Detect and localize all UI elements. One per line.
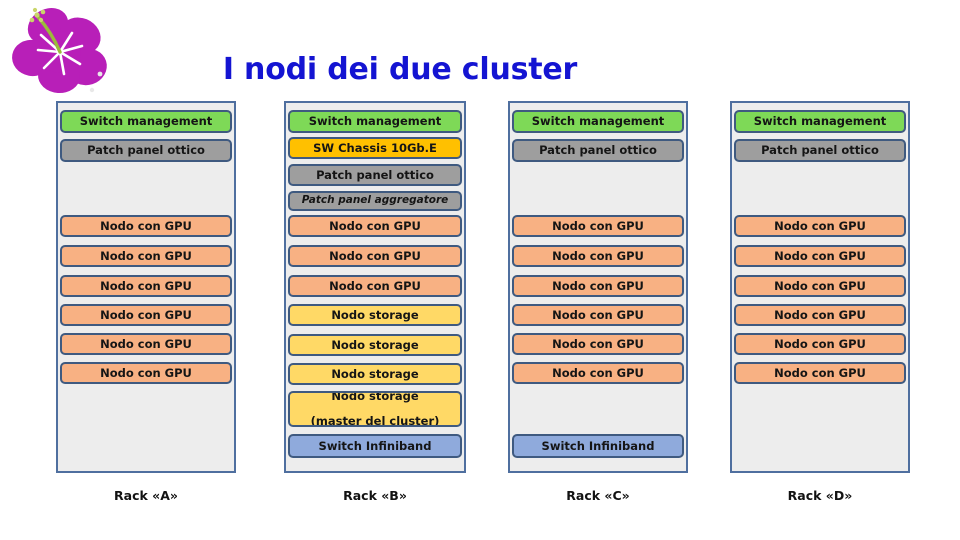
- rack-unit-nodo-con-gpu[interactable]: Nodo con GPU: [60, 245, 232, 267]
- rack-unit-patch-panel-ottico[interactable]: Patch panel ottico: [512, 139, 684, 162]
- rack-label-4: Rack «D»: [787, 488, 853, 503]
- rack-unit-switch-management[interactable]: Switch management: [734, 110, 906, 133]
- rack-label-2: Rack «B»: [343, 488, 407, 503]
- rack-unit-nodo-con-gpu[interactable]: Nodo con GPU: [734, 215, 906, 237]
- rack-unit-nodo-con-gpu[interactable]: Nodo con GPU: [512, 362, 684, 384]
- rack-unit-nodo-con-gpu[interactable]: Nodo con GPU: [60, 362, 232, 384]
- rack-enclosure: Switch management SW Chassis 10Gb.E Patch …: [284, 101, 466, 473]
- rack-unit-nodo-con-gpu[interactable]: Nodo con GPU: [60, 333, 232, 355]
- rack-unit-nodo-con-gpu[interactable]: Nodo con GPU: [734, 245, 906, 267]
- rack-unit-nodo-con-gpu[interactable]: Nodo con GPU: [734, 275, 906, 297]
- rack-unit-nodo-con-gpu[interactable]: Nodo con GPU: [60, 304, 232, 326]
- rack-unit-switch-management[interactable]: Switch management: [288, 110, 462, 133]
- rack-unit-nodo-storage-master[interactable]: Nodo storage (master del cluster): [288, 391, 462, 427]
- rack-unit-nodo-con-gpu[interactable]: Nodo con GPU: [60, 215, 232, 237]
- rack-unit-switch-infiniband[interactable]: Switch Infiniband: [288, 434, 462, 458]
- rack-unit-nodo-con-gpu[interactable]: Nodo con GPU: [512, 245, 684, 267]
- rack-unit-nodo-con-gpu[interactable]: Nodo con GPU: [734, 333, 906, 355]
- rack-unit-nodo-con-gpu[interactable]: Nodo con GPU: [512, 333, 684, 355]
- rack-unit-switch-management[interactable]: Switch management: [60, 110, 232, 133]
- rack-unit-nodo-con-gpu[interactable]: Nodo con GPU: [734, 304, 906, 326]
- rack-unit-nodo-con-gpu[interactable]: Nodo con GPU: [734, 362, 906, 384]
- rack-unit-nodo-storage[interactable]: Nodo storage: [288, 334, 462, 356]
- rack-unit-nodo-storage[interactable]: Nodo storage: [288, 363, 462, 385]
- rack-unit-nodo-con-gpu[interactable]: Nodo con GPU: [288, 245, 462, 267]
- rack-label-1: Rack «A»: [114, 488, 178, 503]
- rack-unit-nodo-storage[interactable]: Nodo storage: [288, 304, 462, 326]
- rack-unit-nodo-con-gpu[interactable]: Nodo con GPU: [288, 275, 462, 297]
- rack-unit-line: Nodo storage: [331, 391, 419, 403]
- rack-unit-patch-panel-aggregatore[interactable]: Patch panel aggregatore: [288, 191, 462, 211]
- rack-unit-nodo-con-gpu[interactable]: Nodo con GPU: [512, 304, 684, 326]
- hibiscus-flower-logo: [8, 2, 118, 102]
- rack-unit-nodo-con-gpu[interactable]: Nodo con GPU: [512, 215, 684, 237]
- rack-unit-switch-infiniband[interactable]: Switch Infiniband: [512, 434, 684, 458]
- rack-unit-nodo-con-gpu[interactable]: Nodo con GPU: [512, 275, 684, 297]
- rack-label-3: Rack «C»: [566, 488, 630, 503]
- rack-unit-switch-management[interactable]: Switch management: [512, 110, 684, 133]
- rack-unit-line: (master del cluster): [310, 414, 440, 427]
- rack-unit-nodo-con-gpu[interactable]: Nodo con GPU: [288, 215, 462, 237]
- rack-unit-nodo-con-gpu[interactable]: Nodo con GPU: [60, 275, 232, 297]
- page-title: I nodi dei due cluster: [222, 52, 578, 87]
- rack-unit-patch-panel-ottico[interactable]: Patch panel ottico: [60, 139, 232, 162]
- rack-unit-patch-panel-ottico[interactable]: Patch panel ottico: [734, 139, 906, 162]
- rack-unit-patch-panel-ottico[interactable]: Patch panel ottico: [288, 164, 462, 186]
- rack-2: Switch management SW Chassis 10Gb.E Patch …: [284, 101, 466, 473]
- rack-unit-sw-chassis-10gbe[interactable]: SW Chassis 10Gb.E: [288, 137, 462, 159]
